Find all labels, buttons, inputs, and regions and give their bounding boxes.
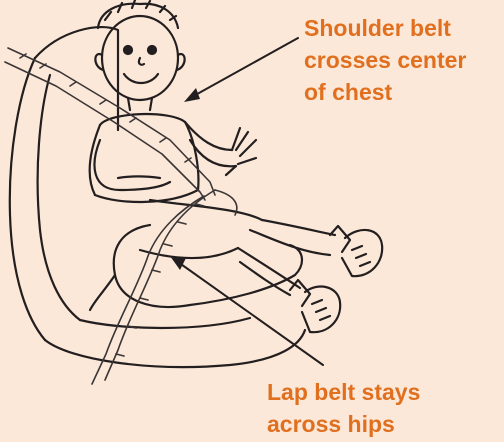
arrow-icon: [184, 88, 200, 102]
shoulder-belt-label: Shoulder belt crosses center of chest: [304, 12, 466, 108]
lap-belt-label-line-1: Lap belt stays: [267, 376, 420, 408]
shoulder-belt-label-line-2: crosses center: [304, 44, 466, 76]
shoulder-belt: [5, 48, 215, 200]
shoulder-belt-arrow: [190, 38, 298, 98]
shoulder-belt-label-line-3: of chest: [304, 76, 466, 108]
booster-seat: [10, 27, 305, 367]
lap-belt-arrow: [178, 262, 323, 365]
shoulder-belt-label-line-1: Shoulder belt: [304, 12, 466, 44]
lap-belt: [92, 190, 237, 384]
lap-belt-label-line-2: across hips: [267, 408, 420, 440]
lap-belt-label: Lap belt stays across hips: [267, 376, 420, 440]
arrow-icon: [170, 256, 186, 270]
